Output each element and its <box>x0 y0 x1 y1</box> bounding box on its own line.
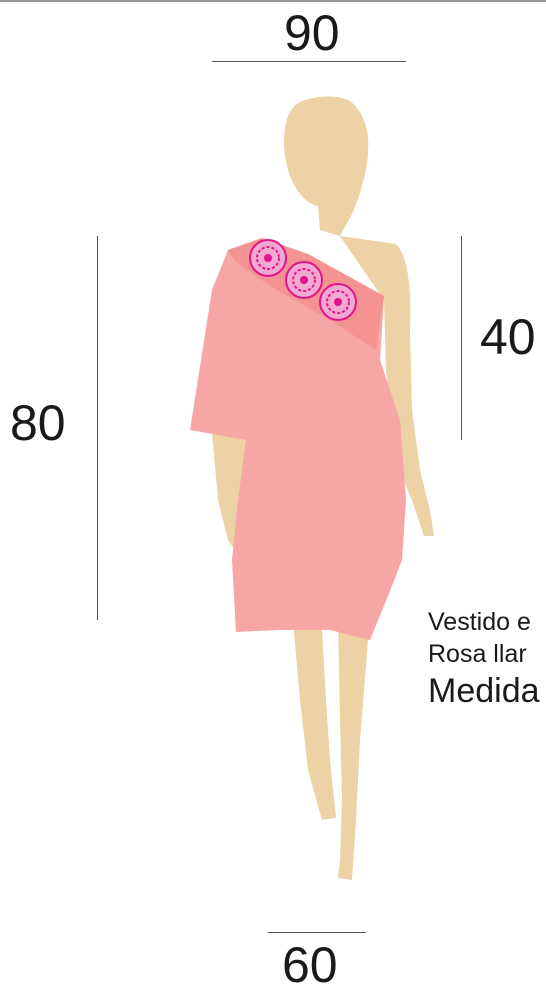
caption-line-1: Vestido e <box>428 608 531 636</box>
caption-line-2: Rosa llar <box>428 640 527 668</box>
measurement-right: 40 <box>480 309 536 365</box>
right-arm <box>340 236 434 536</box>
flower-2 <box>285 261 323 299</box>
left-leg <box>292 610 336 820</box>
measurement-top: 90 <box>284 5 340 61</box>
measurement-left: 80 <box>10 395 66 451</box>
caption-block: Vestido e Rosa llar Medida <box>428 600 546 710</box>
flower-3 <box>319 283 357 321</box>
measurement-top-line <box>212 61 406 62</box>
measurement-bottom-line <box>268 932 366 933</box>
dress <box>190 238 406 640</box>
measurement-right-line <box>461 236 462 440</box>
flower-1 <box>249 239 287 277</box>
caption-line-3: Medida <box>428 672 540 710</box>
top-border <box>0 0 546 2</box>
measurement-left-line <box>97 236 98 620</box>
head <box>284 96 369 236</box>
measurement-bottom: 60 <box>282 937 338 993</box>
right-leg <box>338 612 372 880</box>
